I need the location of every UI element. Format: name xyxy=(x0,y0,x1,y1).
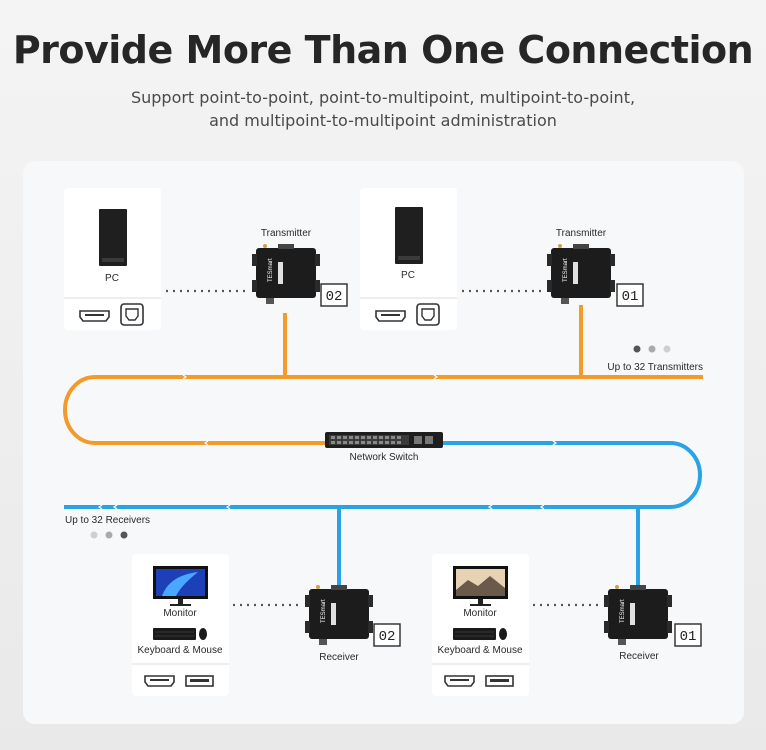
id-display-value: 01 xyxy=(680,629,697,645)
receiver-label: Receiver xyxy=(619,651,659,662)
page-subtitle: Support point-to-point, point-to-multipo… xyxy=(0,86,766,132)
receiver-device: TESmart xyxy=(604,585,672,645)
indicator-dot xyxy=(648,345,656,353)
usb-b-port-icon xyxy=(120,303,144,326)
display-card: Monitor Keyboard & Mouse xyxy=(132,554,229,696)
flow-arrows xyxy=(97,374,558,510)
device-brand: TESmart xyxy=(321,599,327,623)
indicator-dot xyxy=(105,531,113,539)
transmitters-note: Up to 32 Transmitters xyxy=(607,362,703,373)
device-brand: TESmart xyxy=(620,599,626,623)
device-brand: TESmart xyxy=(268,258,274,282)
monitor-icon xyxy=(453,566,508,606)
receivers-note: Up to 32 Receivers xyxy=(65,515,150,526)
indicator-dot xyxy=(90,531,98,539)
transmit-line xyxy=(63,375,703,445)
transmitter-label: Transmitter xyxy=(556,228,607,239)
source-label: PC xyxy=(105,273,119,284)
receiver-label: Receiver xyxy=(319,652,359,663)
indicator-dot xyxy=(633,345,641,353)
source-card: PC xyxy=(64,188,161,330)
hdmi-port-icon xyxy=(144,675,175,687)
page-title: Provide More Than One Connection xyxy=(12,28,754,72)
transmitter-label: Transmitter xyxy=(261,228,312,239)
display-card: Monitor Keyboard & Mouse xyxy=(432,554,529,696)
usb-a-port-icon xyxy=(185,675,214,687)
mouse-icon xyxy=(199,628,207,640)
source-card: PC xyxy=(360,188,457,330)
id-display-value: 02 xyxy=(326,289,343,305)
id-display-value: 02 xyxy=(379,629,396,645)
input-label: Keyboard & Mouse xyxy=(137,645,222,656)
receive-line xyxy=(64,441,702,509)
receiver-device: TESmart xyxy=(305,585,373,645)
display-label: Monitor xyxy=(163,608,197,619)
id-display: 01 xyxy=(616,283,644,307)
hdmi-port-icon xyxy=(79,310,110,322)
device-brand: TESmart xyxy=(563,258,569,282)
pc-tower-icon xyxy=(395,207,423,264)
indicator-dot xyxy=(120,531,128,539)
monitor-icon xyxy=(153,566,208,606)
transmitter-device: TESmart xyxy=(252,244,320,304)
keyboard-icon xyxy=(453,628,496,640)
subtitle-line-1: Support point-to-point, point-to-multipo… xyxy=(130,88,636,107)
id-display: 02 xyxy=(320,283,348,307)
subtitle-line-2: and multipoint-to-multipoint administrat… xyxy=(209,111,557,130)
transmitter-device: TESmart xyxy=(547,244,615,304)
hdmi-port-icon xyxy=(444,675,475,687)
usb-b-port-icon xyxy=(416,303,440,326)
source-label: PC xyxy=(401,270,415,281)
display-label: Monitor xyxy=(463,608,497,619)
input-label: Keyboard & Mouse xyxy=(437,645,522,656)
pc-tower-icon xyxy=(99,209,127,266)
network-switch-icon xyxy=(325,432,443,448)
id-display: 01 xyxy=(674,623,702,647)
keyboard-icon xyxy=(153,628,196,640)
hdmi-port-icon xyxy=(375,310,406,322)
id-display: 02 xyxy=(373,623,401,647)
indicator-dot xyxy=(663,345,671,353)
usb-a-port-icon xyxy=(485,675,514,687)
mouse-icon xyxy=(499,628,507,640)
id-display-value: 01 xyxy=(622,289,639,305)
network-switch-label: Network Switch xyxy=(350,452,419,463)
